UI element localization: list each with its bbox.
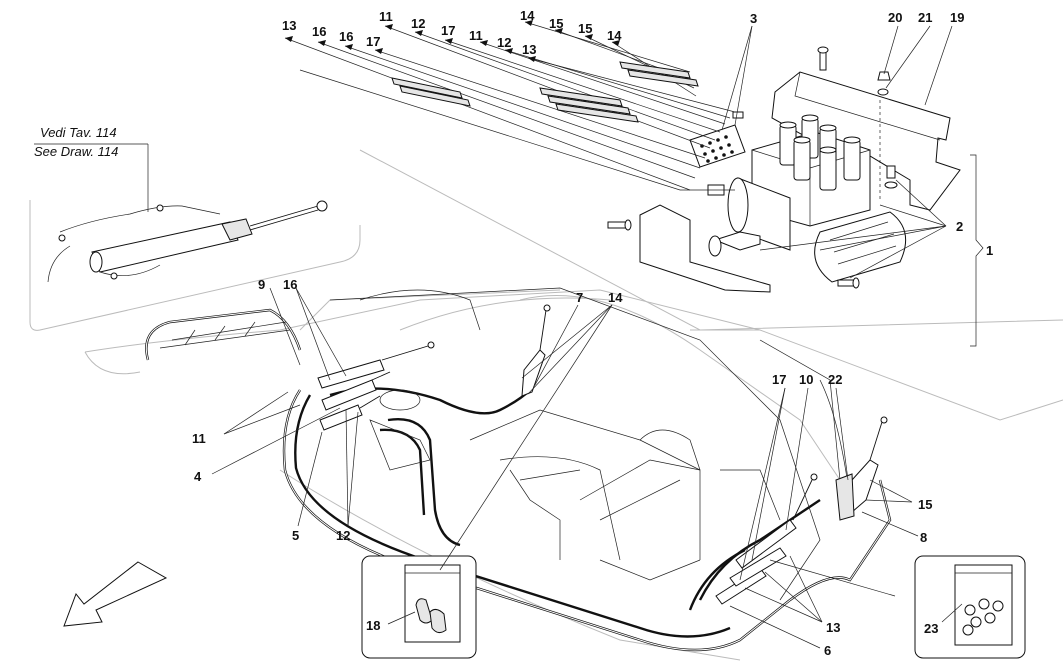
callout-18: 18 [366,618,380,633]
hose-fittings [391,61,699,123]
callout-23: 23 [924,621,938,636]
callout-13-low: 13 [826,620,840,635]
roof-frame-and-lines [145,287,892,652]
valve-cans [779,114,861,191]
callout-12-top-b: 12 [497,35,511,50]
top-hose-bundles [284,20,736,191]
callout-16-top-b: 16 [339,29,353,44]
cylinder-reference-inset: Vedi Tav. 114 See Draw. 114 [29,125,361,331]
kit-bag-inset-23 [914,555,1026,659]
hydraulic-pump-unit [607,46,961,293]
direction-arrow-icon [63,561,168,627]
callout-15-right: 15 [918,497,932,512]
kit-bag-inset-18 [361,555,477,659]
callout-13-top-a: 13 [282,18,296,33]
callout-17-top: 17 [366,34,380,49]
lifting-cylinders [317,304,888,605]
callout-8: 8 [920,530,927,545]
callout-11-left: 11 [192,431,206,446]
connector-plate [689,124,746,168]
callout-5: 5 [292,528,299,543]
callout-14-mid: 14 [608,290,623,305]
callouts: 13 16 16 17 11 12 17 11 12 13 14 15 15 1… [192,8,993,658]
callout-14-top-b: 14 [607,28,622,43]
callout-17-top-b: 17 [441,23,455,38]
callout-1: 1 [986,243,993,258]
callout-6: 6 [824,643,831,658]
callout-16-mid: 16 [283,277,297,292]
callout-22: 22 [828,372,842,387]
reference-line-2: See Draw. 114 [34,144,118,159]
callout-20: 20 [888,10,902,25]
leader-lines [211,25,984,649]
callout-11-top-a: 11 [379,9,393,24]
callout-2: 2 [956,219,963,234]
callout-19: 19 [950,10,964,25]
callout-14-top-a: 14 [520,8,535,23]
callout-17-right: 17 [772,372,786,387]
callout-11-top-b: 11 [469,28,483,43]
kit-bag-icon [404,564,461,643]
bolts [607,46,898,289]
callout-10: 10 [799,372,813,387]
callout-15-top-a: 15 [549,16,563,31]
callout-21: 21 [918,10,932,25]
callout-13-top-b: 13 [522,42,536,57]
kit-bag-icon-2 [954,564,1013,646]
callout-16-top-a: 16 [312,24,326,39]
reference-line-1: Vedi Tav. 114 [40,125,117,140]
callout-4: 4 [194,469,202,484]
callout-15-top-b: 15 [578,21,592,36]
callout-3: 3 [750,11,757,26]
reference-cylinder [47,200,328,283]
callout-7: 7 [576,290,583,305]
callout-12-top-a: 12 [411,16,425,31]
callout-12-low: 12 [336,528,350,543]
callout-9: 9 [258,277,265,292]
